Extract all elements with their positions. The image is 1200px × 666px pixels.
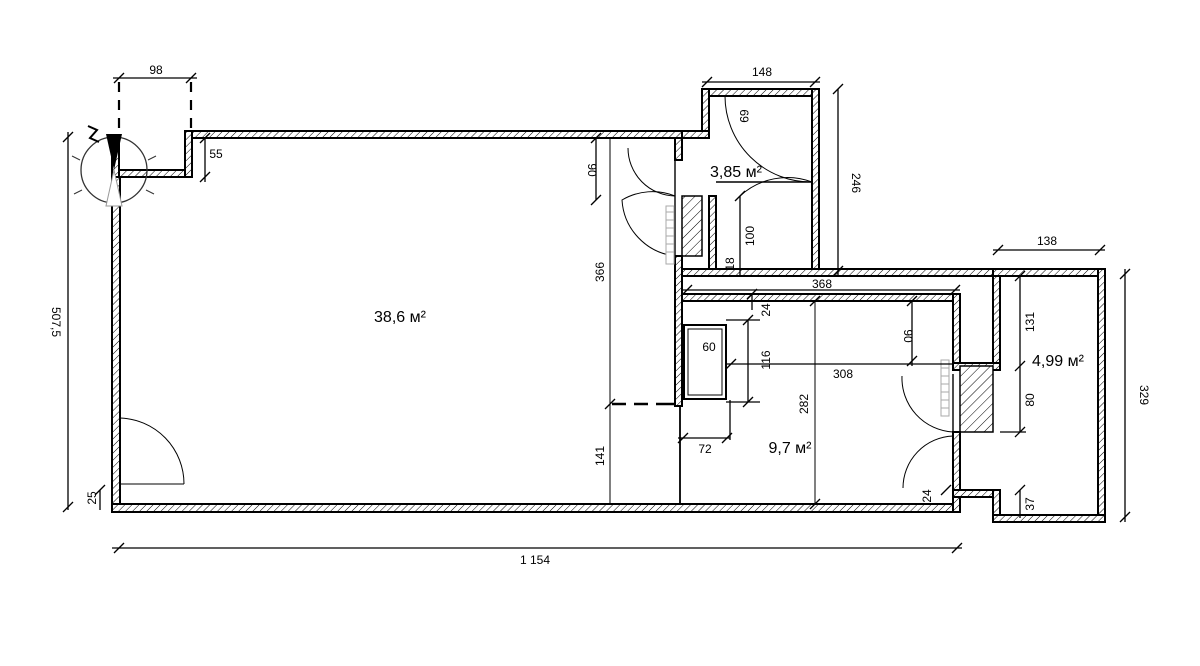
wall-storage-left	[992, 268, 1001, 367]
dim-storage-door: 80	[1023, 393, 1037, 407]
dimension-labels: 98 55 507,5 25 1 154 148 246 69 100 18 9…	[49, 63, 1151, 567]
wall-main-top	[187, 130, 683, 139]
dim-niche-width: 60	[702, 340, 716, 354]
wall-window-step-top	[111, 169, 193, 178]
wall-main-right-lower	[674, 255, 683, 407]
dim-storage-width: 138	[1037, 234, 1057, 248]
room-area-storage: 4,99 м²	[1032, 353, 1085, 370]
wall-hall-top	[681, 293, 961, 302]
wall-main-bottom	[111, 503, 961, 513]
dim-bath-door-width: 100	[743, 226, 757, 246]
doors	[119, 95, 954, 490]
dim-overall-width: 1 154	[520, 553, 550, 567]
wall-storage-bottom	[992, 514, 1106, 523]
radiators	[665, 205, 950, 417]
dim-window-step: 55	[209, 147, 223, 161]
dim-overall-height: 507,5	[49, 307, 63, 337]
room-labels: 38,6 м² 3,85 м² 9,7 м² 4,99 м²	[374, 164, 1085, 457]
dim-hall-width: 368	[812, 277, 832, 291]
wall-main-right-upper	[674, 137, 683, 161]
room-area-hall: 9,7 м²	[768, 440, 812, 457]
dim-niche-base: 72	[698, 442, 712, 456]
wall-column-storage	[959, 365, 994, 433]
wall-storage-top	[992, 268, 1106, 277]
partitions	[609, 138, 816, 504]
dim-hall-bottom-wall: 24	[920, 489, 934, 503]
wall-bath-right	[811, 88, 820, 277]
dim-bath-width: 148	[752, 65, 772, 79]
dim-main-mid-segment: 366	[593, 262, 607, 282]
wall-bath-step	[681, 130, 710, 139]
niche-box	[683, 324, 727, 400]
wall-bath-top	[701, 88, 820, 97]
compass-icon	[71, 125, 157, 207]
dim-hall-segment: 90	[901, 329, 915, 343]
wall-storage-right	[1097, 268, 1106, 523]
dim-hall-wall: 24	[759, 303, 773, 317]
dim-left-bottom-step: 25	[85, 491, 99, 505]
dim-bath-door-offset: 69	[737, 109, 751, 123]
dim-storage-top-segment: 131	[1023, 312, 1037, 332]
wall-hall-right-upper	[952, 293, 961, 367]
window-opening	[117, 82, 193, 130]
dim-bath-height: 246	[849, 173, 863, 193]
walls	[111, 88, 1106, 523]
dim-bath-wall: 18	[723, 257, 737, 271]
wall-hall-right-lower	[952, 431, 961, 513]
dim-hall-inner-length: 308	[833, 367, 853, 381]
dim-hall-height: 282	[797, 394, 811, 414]
wall-bath-left-lower	[708, 195, 717, 277]
dim-window-width: 98	[149, 63, 163, 77]
wall-main-left	[111, 169, 121, 513]
dim-main-top-segment: 90	[585, 163, 599, 177]
wall-window-step-side	[184, 130, 193, 178]
dimension-lines	[62, 72, 1131, 554]
niche-inner	[687, 328, 723, 396]
room-area-main: 38,6 м²	[374, 309, 427, 326]
dim-main-bottom-segment: 141	[593, 446, 607, 466]
dim-storage-height: 329	[1137, 385, 1151, 405]
dim-niche-height: 116	[759, 350, 773, 369]
room-area-bath: 3,85 м²	[710, 164, 763, 181]
wall-column-bath	[681, 195, 703, 257]
dim-storage-bottom-step: 37	[1023, 497, 1037, 511]
